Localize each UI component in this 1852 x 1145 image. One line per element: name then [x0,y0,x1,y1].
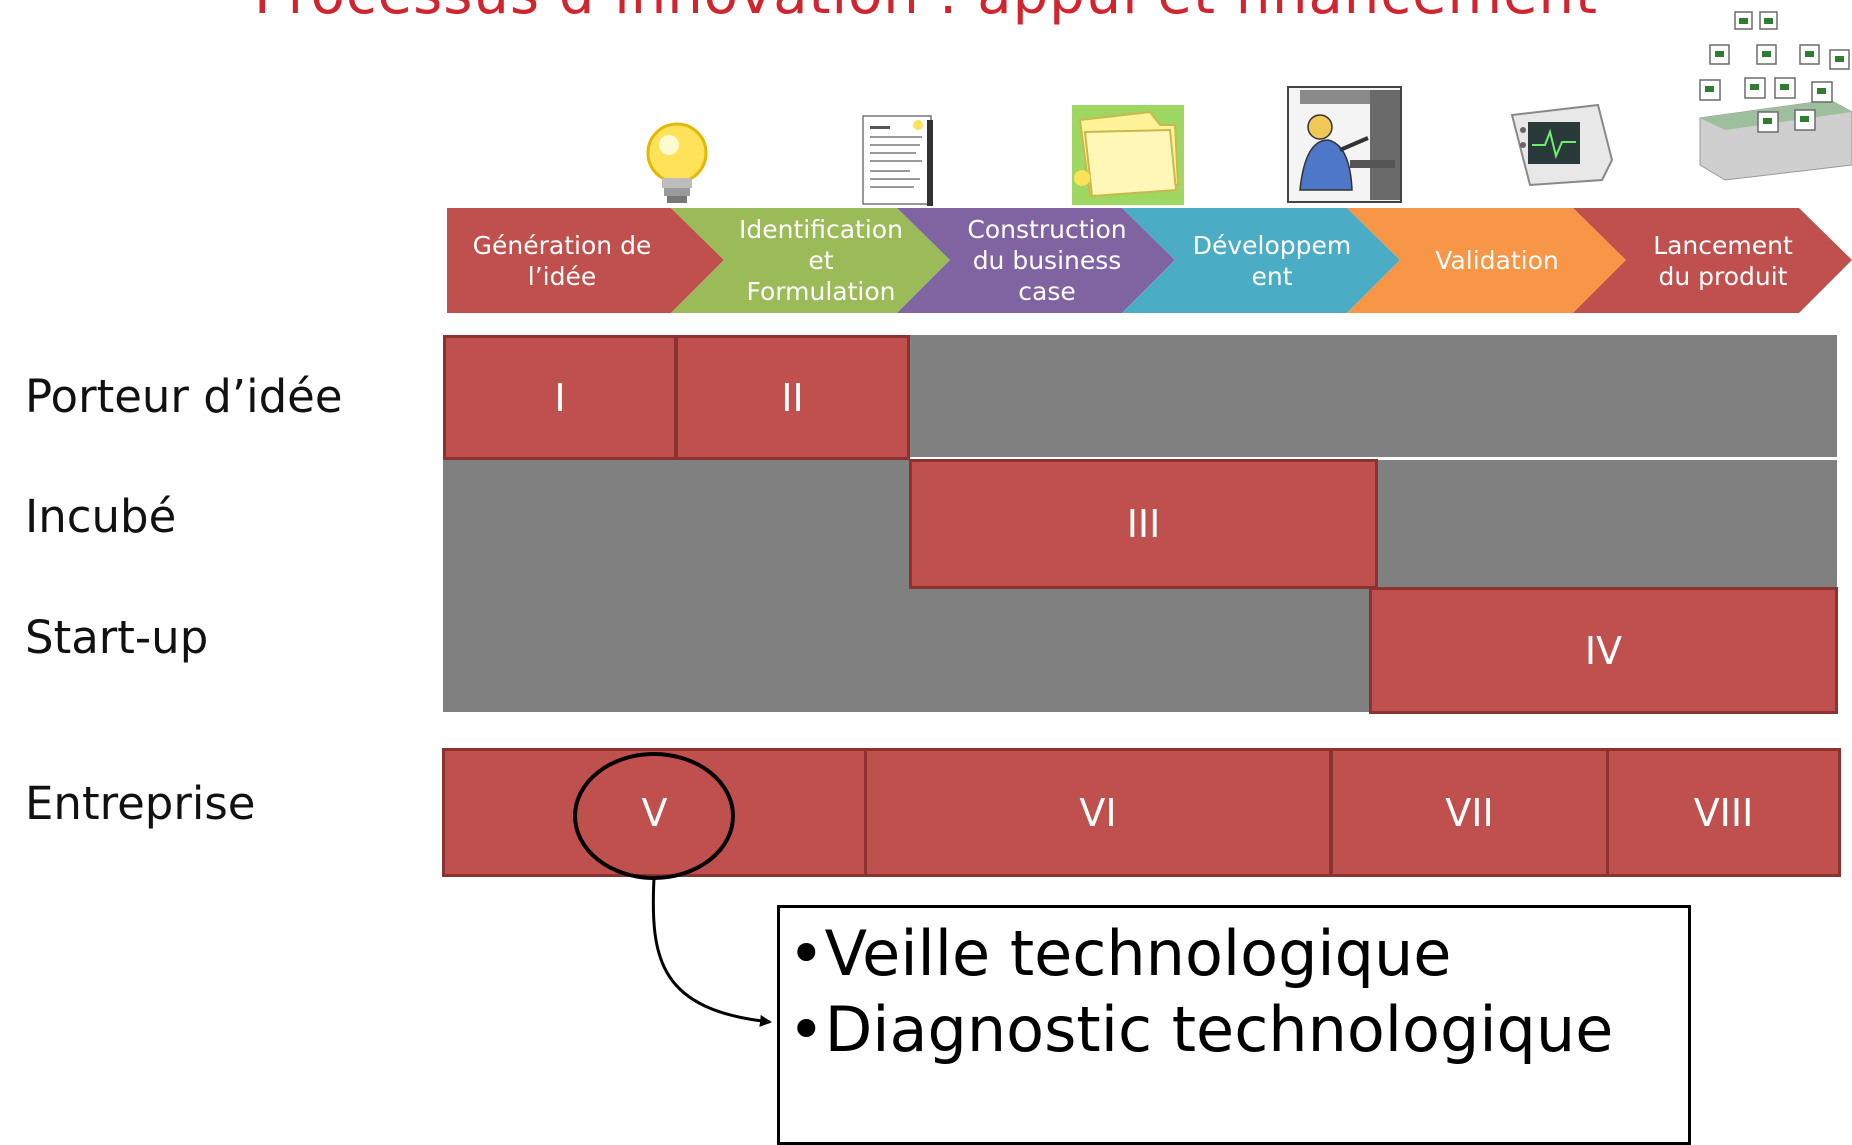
row-label-entreprise: Entreprise [25,777,256,830]
row-label-startup: Start-up [25,611,209,664]
folder-icon [1072,105,1184,205]
stage-chevron-4 [1122,208,1400,313]
stage-icons [646,11,1852,206]
monitor-device-icon [1510,103,1614,187]
lightbulb-icon [646,122,708,203]
row-label-incube: Incubé [25,490,177,543]
note-line-veille: •Veille technologique [788,917,1452,990]
stage-chevron-5 [1347,208,1626,313]
phase-cell-vii: VII [1330,748,1609,877]
stage-chevron-6 [1573,208,1852,313]
stage-label-2: Identification et Formulation [739,215,903,306]
inactive-area [1378,460,1837,588]
note-line-diagnostic: •Diagnostic technologique [788,993,1614,1066]
phase-cell-vi: VI [864,748,1332,877]
stage-label-3: Construction du business case [967,215,1127,306]
connector-arrow [651,877,772,1027]
stage-chevron-2 [671,208,950,313]
phase-cell-iv: IV [1369,587,1838,714]
phase-cell-v: V [442,748,867,877]
process-chevrons [447,208,1852,313]
row-label-porteur: Porteur d’idée [25,370,343,423]
highlight-circle [573,752,735,880]
products-stack-icon [1699,11,1852,181]
engineer-icon [1287,86,1402,203]
phase-cell-viii: VIII [1606,748,1841,877]
slide-title: Processus d’innovation : appui et financ… [0,0,1852,27]
note-box: •Veille technologique •Diagnostic techno… [777,905,1691,1145]
phase-cell-i: I [443,335,677,460]
stage-chevron-1 [447,208,724,313]
document-icon [862,115,933,206]
phase-cell-ii: II [675,335,910,460]
stage-label-5: Validation [1435,246,1559,275]
phase-cell-iii: III [909,459,1378,589]
stage-label-1: Génération de l’idée [472,230,652,291]
stage-label-6: Lancement du produit [1653,230,1793,291]
stage-label-4: Développem ent [1192,230,1352,291]
inactive-area [443,460,909,588]
inactive-area [909,335,1837,457]
inactive-area [443,588,1371,712]
stage-chevron-3 [897,208,1175,313]
